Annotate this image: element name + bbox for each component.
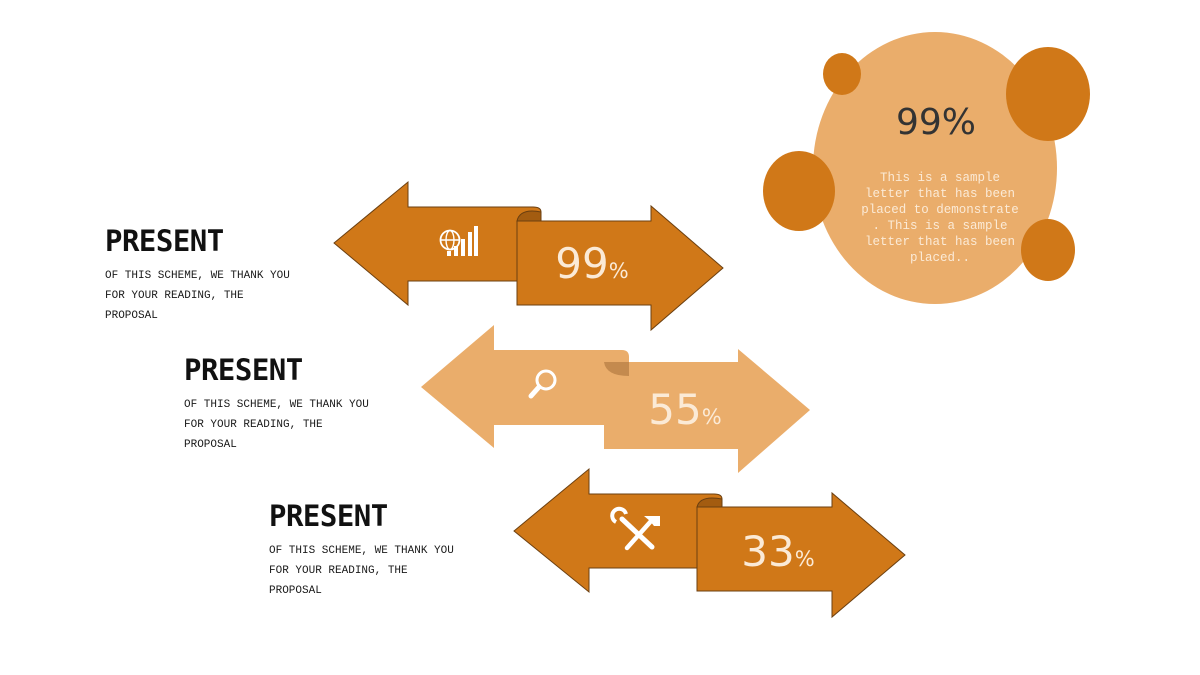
dot-left [763, 151, 835, 231]
arrow-row-3 [513, 467, 906, 619]
tools-icon [610, 506, 660, 551]
bubble-text: This is a sample letter that has been pl… [861, 171, 1019, 265]
arrow-row-2 [421, 325, 810, 473]
main-bubble [813, 32, 1057, 304]
row-3-heading: PRESENT [269, 499, 388, 533]
row-1-text: OF THIS SCHEME, WE THANK YOU FOR YOUR RE… [105, 270, 290, 322]
bubble-cluster: 99% [763, 32, 1090, 304]
magnifier-icon [528, 369, 557, 399]
bubble-value: 99% [896, 102, 976, 143]
row-1-heading: PRESENT [105, 224, 224, 258]
row-3-text: OF THIS SCHEME, WE THANK YOU FOR YOUR RE… [269, 545, 454, 597]
dot-top-right [1006, 47, 1090, 141]
dot-top-left [823, 53, 861, 95]
row-3-percent: 33% [741, 527, 814, 576]
row-2-percent: 55% [648, 385, 721, 434]
row-2-heading: PRESENT [184, 353, 303, 387]
dot-bottom-right [1021, 219, 1075, 281]
arrow-row-1 [333, 180, 724, 332]
row-1-percent: 99% [555, 239, 628, 288]
chart-globe-icon [439, 226, 478, 256]
row-2-text: OF THIS SCHEME, WE THANK YOU FOR YOUR RE… [184, 399, 369, 451]
